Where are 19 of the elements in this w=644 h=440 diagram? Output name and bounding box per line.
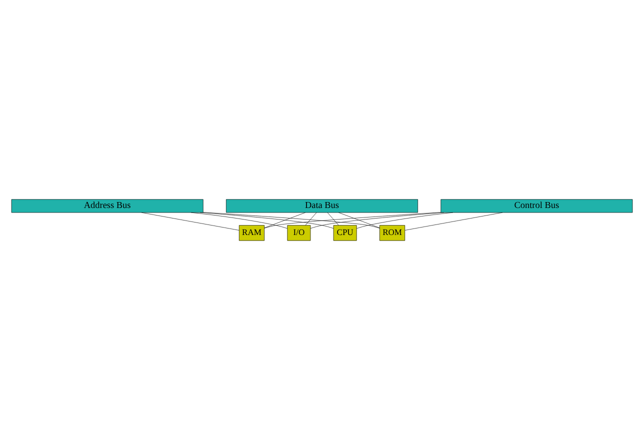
connector — [141, 212, 240, 230]
node-box: CPU — [333, 225, 357, 241]
connector — [327, 212, 339, 226]
connector — [356, 212, 454, 229]
connector — [310, 212, 444, 229]
node-box: Data Bus — [226, 199, 418, 213]
node-box: RAM — [238, 225, 265, 241]
connector — [190, 212, 288, 229]
connector — [338, 212, 380, 228]
connector — [200, 212, 334, 229]
connector — [305, 212, 317, 226]
node-box: I/O — [287, 225, 311, 241]
connector — [264, 212, 441, 228]
connector — [203, 212, 380, 228]
connector — [264, 212, 306, 228]
node-box: Control Bus — [440, 199, 633, 213]
connector — [404, 212, 503, 230]
node-box: Address Bus — [11, 199, 204, 213]
node-box: ROM — [379, 225, 406, 241]
